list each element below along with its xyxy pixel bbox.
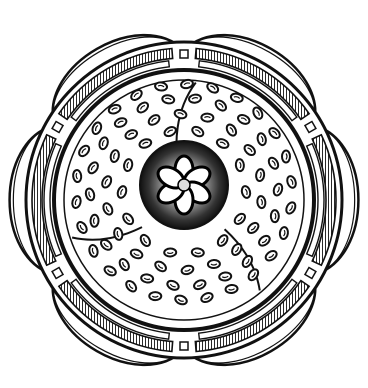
bean-seed-icon xyxy=(188,94,201,104)
bean-seed-icon xyxy=(257,196,267,209)
bean-seed-icon xyxy=(271,210,279,222)
bean-seed-icon xyxy=(235,159,244,172)
bean-seed-icon xyxy=(225,284,238,293)
bean-seed-icon xyxy=(149,292,161,300)
bean-seed-icon xyxy=(73,170,82,183)
bean-seed-icon xyxy=(141,274,154,284)
bean-seed-icon xyxy=(164,248,176,256)
bean-seed-icon xyxy=(282,150,290,162)
bean-seed-icon xyxy=(255,169,264,182)
center-rosette xyxy=(140,141,228,229)
bean-seed-icon xyxy=(90,215,98,227)
bean-seed-icon xyxy=(191,248,204,257)
bean-seed-icon xyxy=(279,227,288,240)
bean-seed-icon xyxy=(208,260,220,269)
bean-seed-icon xyxy=(155,82,168,92)
bean-seed-icon xyxy=(201,113,213,122)
bean-seed-icon xyxy=(219,272,232,281)
